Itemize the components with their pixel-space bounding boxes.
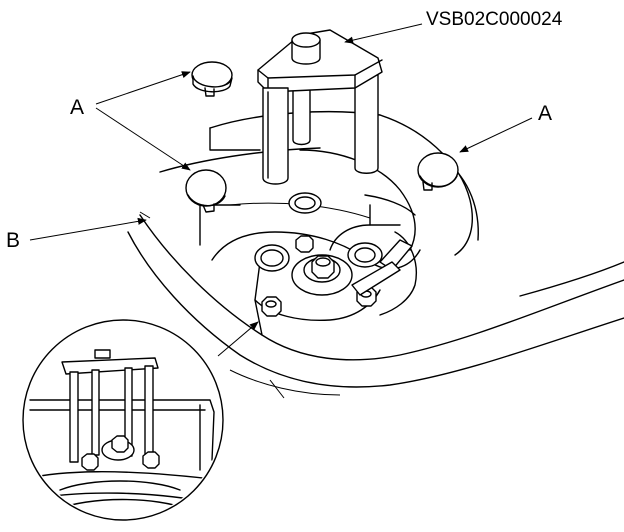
strut-mount-nut-icon — [295, 235, 314, 253]
label-b: B — [6, 229, 20, 252]
body-panel-lines — [127, 111, 624, 399]
leader-arrows — [29, 23, 533, 357]
cap-plug-icon-top — [191, 61, 233, 97]
label-a-right: A — [538, 102, 552, 125]
cap-plug-icon-right — [417, 152, 459, 191]
tool-code-label: VSB02C000024 — [426, 9, 563, 30]
cap-plug-icon-left — [185, 169, 227, 213]
detail-magnifier-icon — [22, 319, 224, 521]
strut-mount — [254, 192, 413, 317]
label-a-left: A — [70, 96, 84, 119]
spring-compressor-tool-icon — [257, 29, 383, 185]
